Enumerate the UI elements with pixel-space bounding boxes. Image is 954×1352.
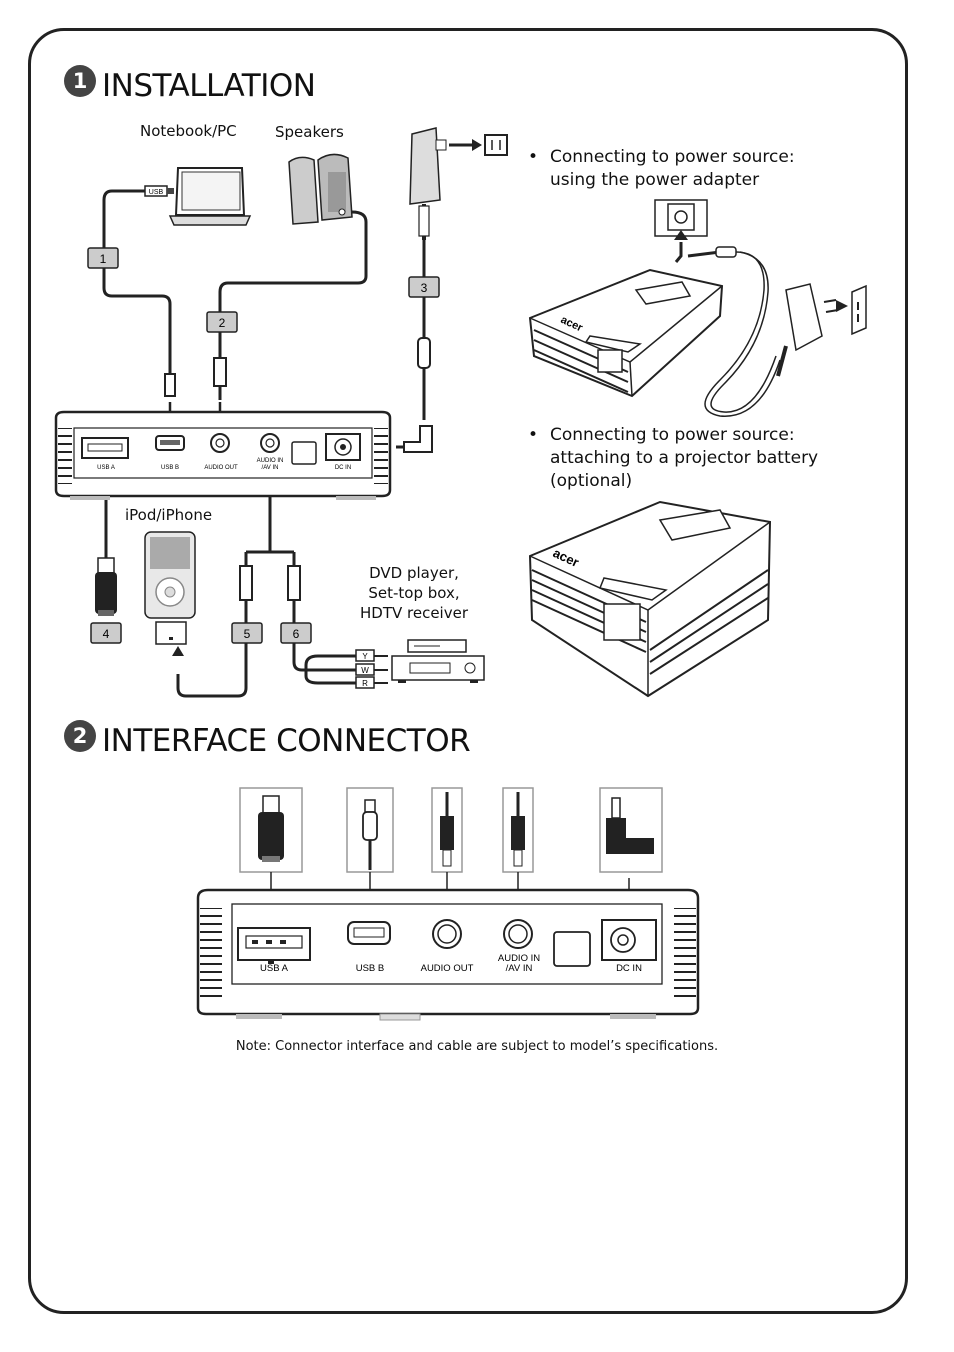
projector-front-small	[54, 410, 392, 500]
power-adapter-icon	[409, 127, 447, 240]
port-label: DC IN	[335, 465, 351, 471]
page-frame	[28, 28, 908, 1314]
specification-note: Note: Connector interface and cable are …	[235, 1039, 719, 1054]
power-note-line: attaching to a projector battery	[550, 448, 819, 468]
cable-number: 5	[244, 627, 251, 641]
power-note-line: Connecting to power source:	[550, 147, 795, 167]
port-label: /AV IN	[506, 963, 533, 974]
arrow-right-icon	[449, 139, 482, 151]
speakers-icon	[288, 153, 353, 225]
projector-front-large	[196, 888, 700, 1021]
ferrite-core-icon	[417, 337, 431, 369]
connector-illustrations	[239, 787, 663, 873]
bullet-icon: •	[528, 147, 539, 167]
cable-number-labels: 1 2 3 4 5 6	[100, 252, 428, 641]
large-port-labels: USB A USB B AUDIO OUT AUDIO IN /AV IN DC…	[260, 953, 642, 974]
port-label: USB B	[161, 465, 179, 471]
projector-with-adapter-illustration: acer	[528, 199, 867, 417]
cable-number: 4	[103, 627, 110, 641]
port-label: DC IN	[616, 963, 642, 974]
section-number: 1	[64, 65, 96, 97]
notebook-label: Notebook/PC	[140, 122, 237, 140]
av-plugs-icon: Y W R	[239, 565, 388, 689]
small-port-labels: USB A USB B AUDIO OUT AUDIO IN /AV IN DC…	[97, 458, 351, 471]
audio-plug-icon	[213, 357, 227, 400]
port-label: AUDIO IN	[257, 458, 284, 464]
usb-plug-icon: USB	[144, 185, 174, 197]
ipod-icon	[144, 531, 196, 619]
av-plug-y-label: Y	[362, 652, 368, 661]
dvd-player-icon	[391, 639, 485, 683]
av-plug-w-label: W	[361, 666, 369, 675]
speakers-label: Speakers	[275, 123, 344, 141]
cable-number: 1	[100, 252, 107, 266]
wall-outlet-icon	[484, 134, 508, 156]
port-label: USB B	[356, 963, 385, 974]
section-heading-installation: 1 INSTALLATION	[64, 65, 316, 104]
usb-flash-drive-icon	[95, 557, 117, 616]
dock-connector-icon	[155, 621, 187, 645]
power-note-battery: • Connecting to power source: attaching t…	[528, 424, 818, 493]
section-heading-interface-connector: 2 INTERFACE CONNECTOR	[64, 720, 471, 759]
port-label: /AV IN	[262, 465, 279, 471]
power-note-adapter: • Connecting to power source: using the p…	[528, 146, 795, 192]
port-label: USB A	[97, 465, 115, 471]
projector-with-battery-illustration: acer	[528, 500, 772, 698]
av-sources-label: DVD player, Set-top box, HDTV receiver	[360, 563, 468, 623]
dc-plug-icon	[396, 425, 433, 453]
cable-number: 6	[293, 627, 300, 641]
cable-number: 3	[421, 281, 428, 295]
power-note-line: (optional)	[550, 471, 633, 491]
section-title: INTERFACE CONNECTOR	[102, 723, 471, 759]
port-label: AUDIO OUT	[204, 465, 238, 471]
av-source-line: HDTV receiver	[359, 604, 469, 622]
av-source-line: Set-top box,	[368, 584, 460, 602]
port-label: AUDIO OUT	[421, 963, 474, 974]
notebook-icon	[168, 167, 252, 226]
usb-plug-label: USB	[149, 189, 164, 196]
power-note-line: Connecting to power source:	[550, 425, 795, 445]
port-label: AUDIO IN	[498, 953, 540, 964]
cable-number: 2	[219, 316, 226, 330]
usb-b-plug-icon	[164, 373, 176, 397]
cable-number-boxes	[87, 247, 440, 644]
ipod-label: iPod/iPhone	[125, 506, 213, 524]
section-number: 2	[64, 720, 96, 752]
av-plug-r-label: R	[362, 679, 368, 688]
bullet-icon: •	[528, 425, 539, 445]
av-source-line: DVD player,	[369, 564, 459, 582]
port-label: USB A	[260, 963, 289, 974]
power-note-line: using the power adapter	[550, 170, 760, 190]
section-title: INSTALLATION	[102, 68, 316, 104]
